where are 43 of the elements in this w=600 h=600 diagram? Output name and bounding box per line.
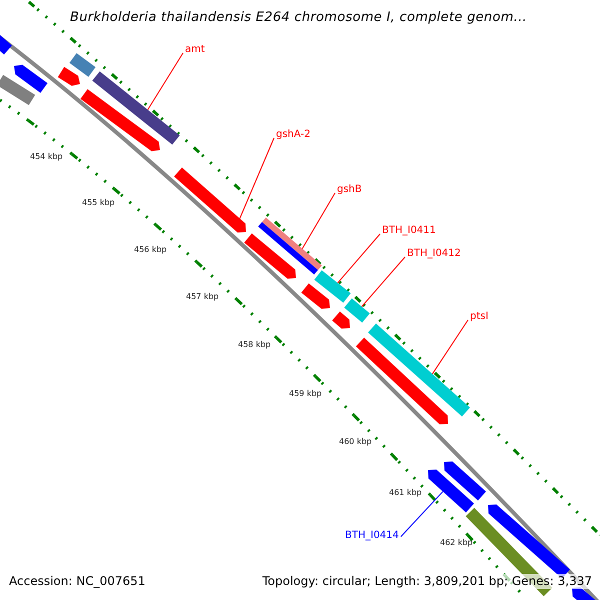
position-label: 459 kbp xyxy=(289,389,322,399)
position-label: 461 kbp xyxy=(389,488,422,498)
gene-label: gshA-2 xyxy=(276,129,310,141)
gene-feature xyxy=(14,64,48,93)
gene-feature xyxy=(80,89,160,152)
gene-feature xyxy=(58,66,80,86)
gene-feature xyxy=(69,53,96,77)
position-label: 460 kbp xyxy=(339,437,372,447)
gene-feature xyxy=(244,233,296,279)
gene-feature xyxy=(258,217,322,275)
gene-label: gshB xyxy=(337,184,362,196)
gene-label: amt xyxy=(185,44,205,56)
position-label: 456 kbp xyxy=(134,245,167,255)
leader-line xyxy=(337,234,380,284)
position-label: 457 kbp xyxy=(186,292,219,302)
gene-feature xyxy=(92,71,180,145)
leader-line xyxy=(239,138,274,219)
leader-line xyxy=(147,52,184,110)
gene-feature xyxy=(314,270,351,303)
position-label: 454 kbp xyxy=(30,152,63,162)
gene-feature xyxy=(344,298,370,323)
gene-feature xyxy=(301,283,330,309)
gene-feature xyxy=(368,324,470,416)
leader-line xyxy=(432,320,468,374)
position-label: 455 kbp xyxy=(82,198,115,208)
sequence-info: Topology: circular; Length: 3,809,201 bp; Genes: 3,337 xyxy=(262,574,592,589)
gene-label: BTH_I0414 xyxy=(345,530,399,542)
gene-label: BTH_I0412 xyxy=(407,248,461,260)
leader-line xyxy=(361,256,406,308)
gene-feature xyxy=(356,338,448,424)
position-label: 458 kbp xyxy=(238,340,271,350)
gene-feature xyxy=(332,311,350,329)
accession-label: Accession: NC_007651 xyxy=(9,574,146,589)
leader-line xyxy=(400,491,444,538)
gene-feature xyxy=(0,74,36,106)
gene-feature xyxy=(428,470,474,512)
gene-label: BTH_I0411 xyxy=(382,225,436,237)
gene-label: ptsI xyxy=(470,311,488,323)
gene-feature xyxy=(444,462,486,500)
position-label: 462 kbp xyxy=(440,538,473,548)
gene-feature xyxy=(174,168,246,233)
map-title: Burkholderia thailandensis E264 chromosome I, complete genom... xyxy=(70,9,527,27)
leader-line xyxy=(302,192,336,250)
